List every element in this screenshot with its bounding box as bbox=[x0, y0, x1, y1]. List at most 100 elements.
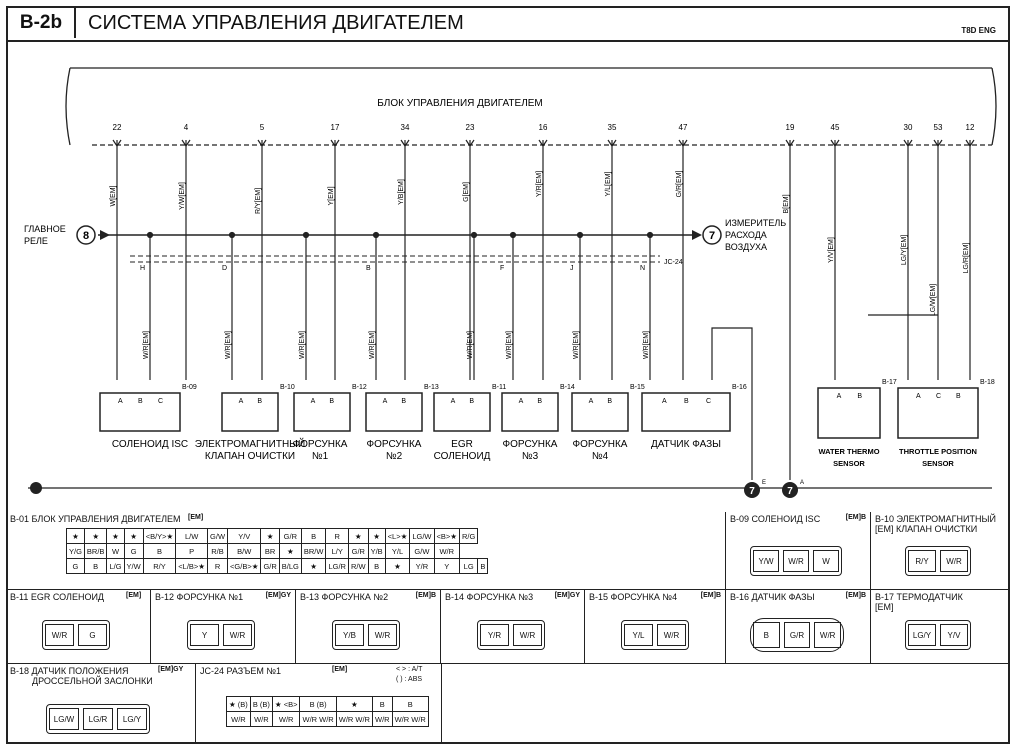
b01-pin-cell: W/R bbox=[433, 543, 460, 559]
connector-pin: G/R bbox=[783, 622, 811, 648]
component-label-B-11-1: СОЛЕНОИД bbox=[434, 451, 491, 462]
wire-chevron-47 bbox=[678, 139, 688, 148]
component-pin-B-18-B: B bbox=[956, 393, 961, 400]
b01-pin-cell: G/W bbox=[207, 528, 229, 544]
b17-title-2: [EM] bbox=[875, 602, 894, 612]
ecu-pin-34: 34 bbox=[401, 123, 410, 132]
ecu-pin-53: 53 bbox=[934, 123, 943, 132]
wire-chevron-45 bbox=[830, 139, 840, 148]
component-code-B-14: B-14 bbox=[560, 384, 575, 391]
ecu-box-left-edge bbox=[65, 67, 71, 146]
wire-label-12: LG/R[EM] bbox=[963, 243, 970, 274]
b01-pin-cell: ★ bbox=[384, 558, 411, 574]
connector-pin: LG/Y bbox=[908, 624, 936, 646]
diagram-code: B-2b bbox=[8, 8, 76, 38]
junction-label: JC-24 bbox=[664, 259, 683, 266]
jc24-legend-at: < > : A/T bbox=[396, 666, 423, 673]
component-label-B-10-1: КЛАПАН ОЧИСТКИ bbox=[205, 451, 295, 462]
wire-chevron-23 bbox=[465, 139, 475, 148]
jc24-pin-cell: W/R bbox=[271, 711, 301, 727]
jc24-pin-cell: W/R bbox=[249, 711, 273, 727]
b01-pin-cell: R bbox=[325, 528, 349, 544]
component-label-B-14-0: ФОРСУНКА bbox=[503, 439, 558, 450]
ecu-pin-16: 16 bbox=[539, 123, 548, 132]
b13-title: B-13 ФОРСУНКА №2 bbox=[300, 592, 389, 602]
b01-pin-cell: P bbox=[175, 543, 209, 559]
b01-pin-cell: <L/B>★ bbox=[175, 558, 209, 574]
ecu-pin-47: 47 bbox=[679, 123, 688, 132]
b01-pin-cell: G bbox=[66, 558, 85, 574]
component-pin-B-14-A: A bbox=[519, 398, 524, 405]
b01-pin-cell: LG/W bbox=[409, 528, 435, 544]
component-code-B-13: B-13 bbox=[424, 384, 439, 391]
b01-pin-cell: Y/L bbox=[384, 543, 411, 559]
component-pin-B-16-C: C bbox=[706, 398, 711, 405]
b01-pin-cell: R/G bbox=[458, 528, 479, 544]
component-pin-B-12-A: A bbox=[311, 398, 316, 405]
ground-ref-num-1: 7 bbox=[787, 486, 793, 497]
component-box-B-17 bbox=[817, 387, 881, 439]
ecu-pin-12: 12 bbox=[966, 123, 975, 132]
b01-pin-cell: L/W bbox=[175, 528, 209, 544]
component-code-B-09: B-09 bbox=[182, 384, 197, 391]
feed-label-4: W/R[EM] bbox=[467, 331, 474, 359]
component-label-B-13-1: №2 bbox=[386, 451, 403, 462]
b01-pin-cell: <B>★ bbox=[433, 528, 460, 544]
component-pin-B-17-B: B bbox=[857, 393, 862, 400]
splice-D: D bbox=[222, 265, 227, 272]
wire-label-4: Y/B[EM] bbox=[398, 179, 405, 205]
component-code-B-18: B-18 bbox=[980, 379, 995, 386]
diagram-title: СИСТЕМА УПРАВЛЕНИЯ ДВИГАТЕЛЕМ bbox=[88, 12, 464, 34]
component-pin-B-11-A: A bbox=[451, 398, 456, 405]
b01-pin-cell: B bbox=[142, 543, 177, 559]
jc24-tag: [EM] bbox=[332, 666, 348, 673]
component-box-B-11 bbox=[433, 392, 491, 432]
component-label-B-12-0: ФОРСУНКА bbox=[293, 439, 348, 450]
connector-pin: W bbox=[813, 550, 839, 572]
wire-chevron-30 bbox=[903, 139, 913, 148]
connector-pin: W/R bbox=[368, 624, 397, 646]
feed-label-6: W/R[EM] bbox=[573, 331, 580, 359]
b01-pin-cell: B/LG bbox=[278, 558, 302, 574]
jc24-pin-cell: ★ bbox=[335, 696, 373, 712]
ecu-pin-22: 22 bbox=[113, 123, 122, 132]
b01-pin-cell: G/R bbox=[347, 543, 369, 559]
feed-label-1: W/R[EM] bbox=[225, 331, 232, 359]
feed-label-0: W/R[EM] bbox=[143, 331, 150, 359]
airflow-line-1: ИЗМЕРИТЕЛЬ bbox=[725, 218, 786, 228]
jc24-title: JC-24 РАЗЪЕМ №1 bbox=[200, 666, 282, 676]
connector-pin: Y bbox=[190, 624, 219, 646]
component-code-B-16: B-16 bbox=[732, 384, 747, 391]
b01-pin-cell: ★ bbox=[123, 528, 144, 544]
wire-chevron-16 bbox=[538, 139, 548, 148]
wire-label-1: Y/W[EM] bbox=[179, 182, 186, 210]
b01-pin-cell: ★ bbox=[367, 528, 386, 544]
component-label-B-11-0: EGR bbox=[451, 439, 473, 450]
wire-label-6: Y/R[EM] bbox=[536, 171, 543, 197]
connector-pin: W/R bbox=[513, 624, 542, 646]
feed-label-2: W/R[EM] bbox=[299, 331, 306, 359]
jc24-pin-cell: W/R bbox=[226, 711, 251, 727]
b01-title: B-01 БЛОК УПРАВЛЕНИЯ ДВИГАТЕЛЕМ bbox=[10, 514, 181, 524]
wire-label-10: Y/V[EM] bbox=[828, 237, 835, 263]
component-box-B-16 bbox=[641, 392, 731, 432]
b18-title-2: ДРОССЕЛЬНОЙ ЗАСЛОНКИ bbox=[32, 676, 153, 686]
b01-pin-cell: ★ bbox=[66, 528, 85, 544]
component-label-B-10-0: ЭЛЕКТРОМАГНИТНЫЙ bbox=[195, 437, 305, 450]
b14-title: B-14 ФОРСУНКА №3 bbox=[445, 592, 534, 602]
b01-pin-cell: <B/Y>★ bbox=[142, 528, 177, 544]
connector-pin: LG/R bbox=[83, 708, 113, 730]
component-pin-B-15-A: A bbox=[589, 398, 594, 405]
wire-label-0: W[EM] bbox=[110, 185, 117, 206]
jc24-pin-cell: ★ <B> bbox=[271, 696, 301, 712]
ground-ref-sub-0: E bbox=[762, 480, 766, 486]
